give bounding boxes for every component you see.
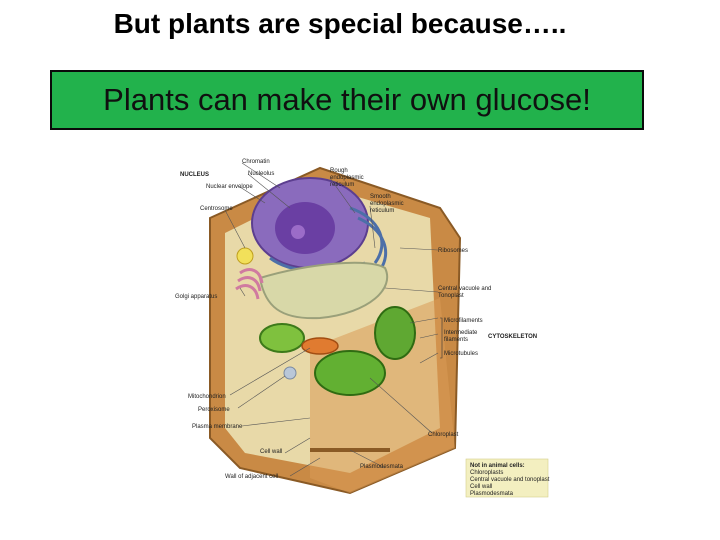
label-smooth-er-1: Smooth bbox=[370, 194, 391, 200]
note-item-2: Central vacuole and tonoplast bbox=[470, 477, 550, 483]
label-central-vacuole-2: Tonoplast bbox=[438, 293, 464, 299]
leader-lines bbox=[224, 162, 439, 477]
plant-cell-diagram: Chromatin NUCLEUS Nucleolus Nuclear enve… bbox=[170, 148, 550, 500]
label-chloroplast: Chloroplast bbox=[428, 432, 459, 438]
label-ribosomes: Ribosomes bbox=[438, 248, 468, 254]
label-plasma-membrane: Plasma membrane bbox=[192, 424, 243, 430]
mitochondrion bbox=[301, 337, 339, 355]
cytoskeleton-bracket bbox=[440, 317, 443, 359]
label-nucleolus: Nucleolus bbox=[248, 171, 274, 177]
label-smooth-er-2: endoplasmic bbox=[370, 201, 404, 207]
label-plasmodesmata: Plasmodesmata bbox=[360, 464, 404, 470]
label-centrosome: Centrosome bbox=[200, 206, 233, 212]
label-rough-er-2: endoplasmic bbox=[330, 175, 364, 181]
central-vacuole bbox=[258, 261, 389, 320]
centrosome bbox=[236, 247, 254, 265]
label-rough-er-1: Rough bbox=[330, 168, 348, 174]
note-item-3: Cell wall bbox=[470, 484, 492, 490]
label-cytoskeleton: CYTOSKELETON bbox=[488, 334, 537, 340]
label-nuclear-envelope: Nuclear envelope bbox=[206, 184, 253, 190]
label-intermediate-1: Intermediate bbox=[444, 330, 478, 336]
note-item-4: Plasmodesmata bbox=[470, 491, 514, 497]
note-heading: Not in animal cells: bbox=[470, 463, 525, 469]
not-in-animal-cells-note: Not in animal cells: Chloroplasts Centra… bbox=[465, 458, 550, 498]
label-peroxisome: Peroxisome bbox=[198, 407, 230, 413]
note-item-1: Chloroplasts bbox=[470, 470, 503, 476]
label-central-vacuole-1: Central vacuole and bbox=[438, 286, 491, 292]
label-golgi: Golgi apparatus bbox=[175, 294, 217, 300]
label-wall-adjacent: Wall of adjacent cell bbox=[225, 474, 278, 480]
slide-title: But plants are special because….. bbox=[113, 8, 567, 39]
label-nucleus: NUCLEUS bbox=[180, 172, 209, 178]
label-microfilaments: Microfilaments bbox=[444, 318, 483, 324]
label-smooth-er-3: reticulum bbox=[370, 208, 394, 214]
label-mitochondrion: Mitochondrion bbox=[188, 394, 226, 400]
label-intermediate-2: filaments bbox=[444, 337, 468, 343]
label-microtubules: Microtubules bbox=[444, 351, 478, 357]
highlight-banner: Plants can make their own glucose! bbox=[50, 70, 644, 130]
label-chromatin: Chromatin bbox=[242, 159, 270, 165]
label-cell-wall: Cell wall bbox=[260, 449, 282, 455]
peroxisome bbox=[283, 366, 297, 380]
golgi-apparatus bbox=[235, 268, 264, 300]
label-rough-er-3: reticulum bbox=[330, 182, 354, 188]
chloroplasts bbox=[259, 306, 416, 396]
banner-text: Plants can make their own glucose! bbox=[103, 82, 591, 117]
